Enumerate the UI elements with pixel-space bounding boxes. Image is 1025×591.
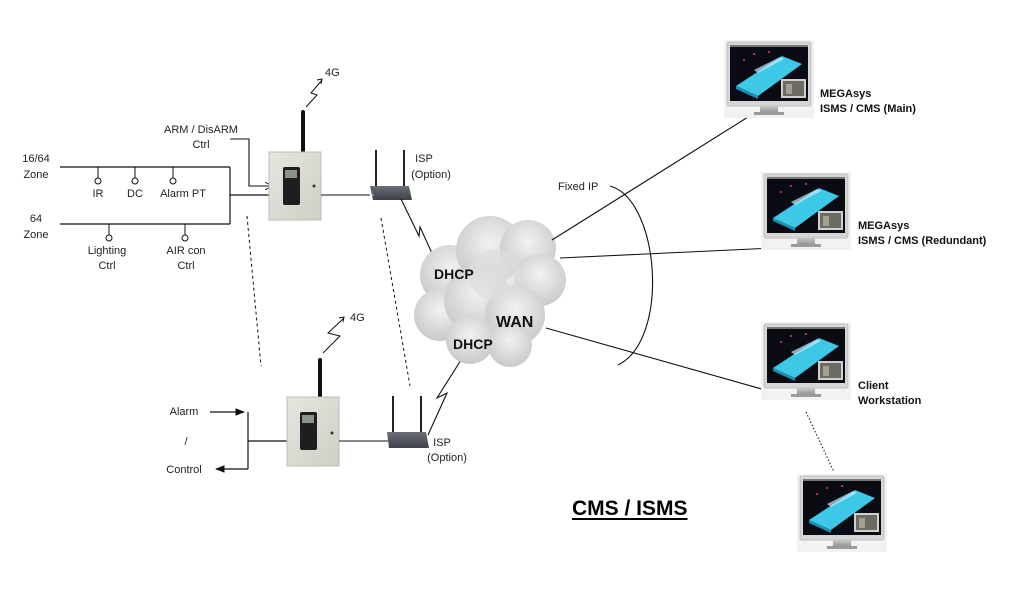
site1-router[interactable]: [370, 150, 412, 200]
dhcp-label-bottom: DHCP: [453, 336, 493, 352]
output-aircon-label-2: Ctrl: [177, 260, 194, 272]
redundant-station-label-2: ISMS / CMS (Redundant): [858, 235, 987, 247]
site2-isp-label: ISP: [433, 437, 451, 449]
site2-control-panel[interactable]: [286, 358, 340, 467]
sensor-alarm-pt-label: Alarm PT: [160, 188, 206, 200]
link-main: [551, 111, 757, 241]
control-label: Control: [166, 464, 201, 476]
slash-label: /: [184, 436, 188, 448]
sensor-ir-label: IR: [93, 188, 104, 200]
redundant-station-label: MEGAsys: [858, 220, 909, 232]
site1-wan-link: [400, 198, 437, 263]
site1-4g-label: 4G: [325, 67, 340, 79]
zone-bottom-label-2: Zone: [23, 229, 48, 241]
site1-control-panel[interactable]: [268, 110, 322, 221]
diagram-title: CMS / ISMS: [572, 497, 688, 520]
site2-4g-signal-icon: [322, 316, 345, 354]
fixed-ip-label: Fixed IP: [558, 181, 598, 193]
link-redundant: [559, 246, 796, 259]
alarm-label: Alarm: [170, 406, 199, 418]
site2-isp-label-2: (Option): [427, 452, 467, 464]
client-station-label-2: Workstation: [858, 395, 922, 407]
monitor-redundant[interactable]: [760, 171, 852, 251]
arm-disarm-label-2: Ctrl: [192, 139, 209, 151]
site1-4g-signal-icon: [305, 78, 323, 108]
fixed-ip-bracket: [609, 185, 654, 366]
site1-isp-label-2: (Option): [411, 169, 451, 181]
site1-isp-label: ISP: [415, 153, 433, 165]
output-aircon-label: AIR con: [166, 245, 205, 257]
site2-wiring: [210, 408, 288, 473]
sensor-dc-label: DC: [127, 188, 143, 200]
main-station-label: MEGAsys: [820, 88, 871, 100]
dashed-link-router: [380, 217, 411, 387]
link-client: [545, 327, 798, 400]
wan-cloud: [414, 216, 566, 367]
arm-disarm-label: ARM / DisARM: [164, 124, 238, 136]
client-station-label: Client: [858, 380, 889, 392]
site1-wiring: [60, 138, 272, 242]
main-station-label-2: ISMS / CMS (Main): [820, 103, 916, 115]
dotted-link-extra: [805, 411, 835, 473]
zone-top-label-2: Zone: [23, 169, 48, 181]
monitor-extra[interactable]: [796, 473, 888, 553]
output-lighting-label-2: Ctrl: [98, 260, 115, 272]
output-lighting-label: Lighting: [88, 245, 127, 257]
site2-4g-label: 4G: [350, 312, 365, 324]
dashed-link-panel: [246, 215, 262, 367]
site2-router[interactable]: [387, 396, 429, 448]
monitor-client[interactable]: [760, 321, 852, 401]
zone-bottom-label: 64: [30, 213, 42, 225]
dhcp-label-top: DHCP: [434, 266, 474, 282]
site2-wan-link: [427, 359, 462, 436]
monitor-main[interactable]: [723, 39, 815, 119]
zone-top-label: 16/64: [22, 153, 50, 165]
wan-label: WAN: [496, 314, 533, 331]
